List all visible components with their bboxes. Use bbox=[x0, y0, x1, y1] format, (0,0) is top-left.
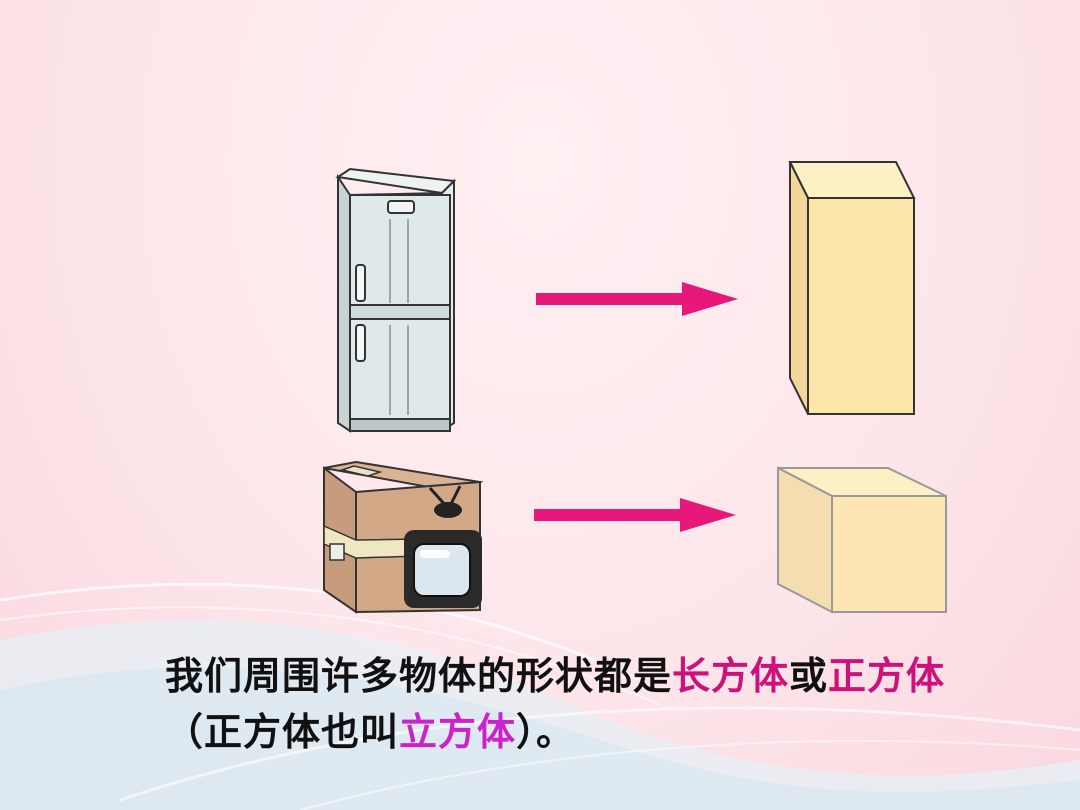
right-arrow-icon bbox=[534, 498, 736, 532]
caption-connector: 或 bbox=[789, 654, 829, 698]
caption-prefix: 我们周围许多物体的形状都是 bbox=[165, 654, 673, 698]
term-cube: 正方体 bbox=[828, 654, 946, 698]
cuboid-icon bbox=[788, 161, 916, 415]
caption-line-1: 我们周围许多物体的形状都是长方体或正方体 bbox=[165, 648, 1045, 704]
caption: 我们周围许多物体的形状都是长方体或正方体 （正方体也叫立方体）。 bbox=[165, 648, 1045, 760]
caption-line2-close: ）。 bbox=[516, 710, 576, 754]
caption-line2-open: （正方体也叫 bbox=[165, 710, 400, 754]
cube-icon bbox=[777, 466, 947, 614]
box-with-tv-icon bbox=[323, 460, 484, 614]
right-arrow-icon bbox=[536, 282, 738, 316]
term-cuboid: 长方体 bbox=[672, 654, 790, 698]
refrigerator-icon bbox=[335, 167, 457, 433]
term-cube-alt: 立方体 bbox=[399, 710, 517, 754]
caption-line-2: （正方体也叫立方体）。 bbox=[165, 704, 1045, 760]
